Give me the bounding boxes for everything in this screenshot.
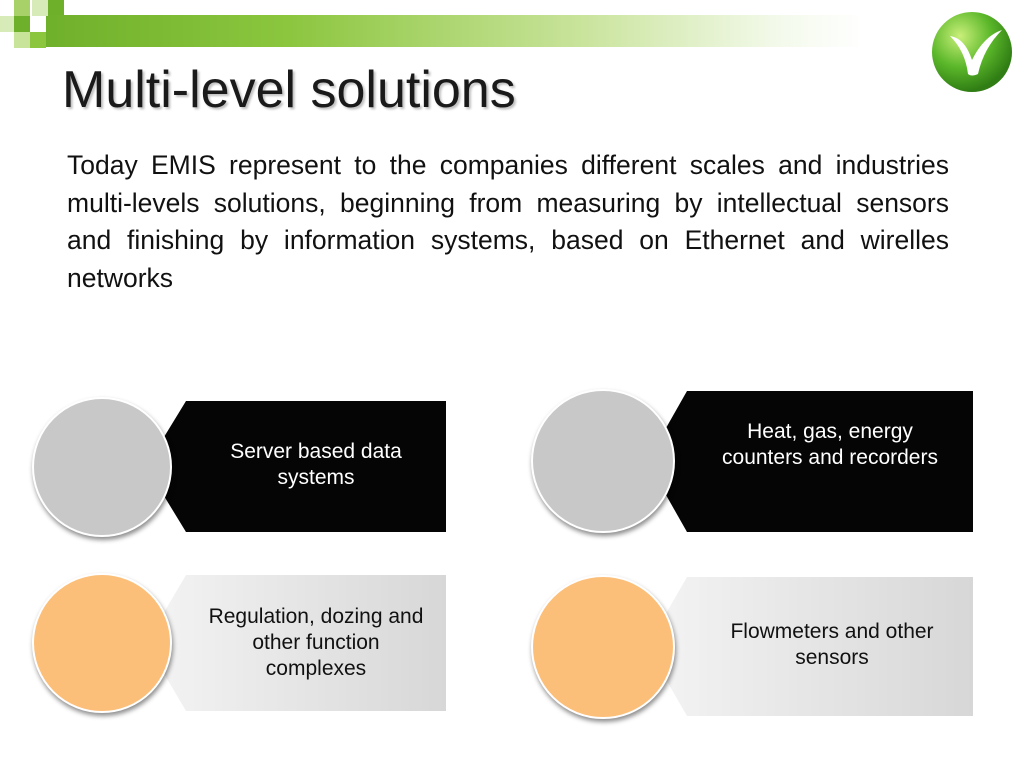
card-circle	[531, 389, 675, 533]
card-box	[647, 577, 973, 716]
header-square	[14, 16, 30, 32]
slide-body-text: Today EMIS represent to the companies di…	[67, 150, 949, 293]
header-square	[0, 16, 14, 32]
card-server-systems: Server based data systems	[30, 397, 450, 542]
card-label: Regulation, dozing and other function co…	[208, 604, 424, 680]
header-gradient-bar	[44, 15, 864, 47]
card-box	[146, 401, 446, 532]
card-regulation-complexes: Regulation, dozing and other function co…	[30, 573, 450, 718]
card-label: Server based data systems	[230, 439, 402, 489]
header-square	[14, 32, 30, 48]
card-counters-recorders: Heat, gas, energy counters and recorders	[529, 389, 973, 534]
card-box	[647, 391, 973, 532]
slide-title: Multi-level solutions	[62, 61, 516, 119]
header-square	[30, 32, 46, 48]
card-label: Heat, gas, energy counters and recorders	[722, 419, 938, 469]
header-square	[14, 0, 30, 16]
card-box	[146, 575, 446, 711]
card-circle	[531, 575, 675, 719]
card-flowmeters-sensors: Flowmeters and other sensors	[529, 575, 973, 720]
header-square	[32, 0, 48, 16]
header-square	[30, 16, 46, 32]
company-logo	[932, 12, 1012, 92]
header-square	[48, 0, 64, 15]
card-circle	[32, 573, 172, 713]
card-label: Flowmeters and other sensors	[730, 619, 934, 669]
card-circle	[32, 397, 172, 537]
